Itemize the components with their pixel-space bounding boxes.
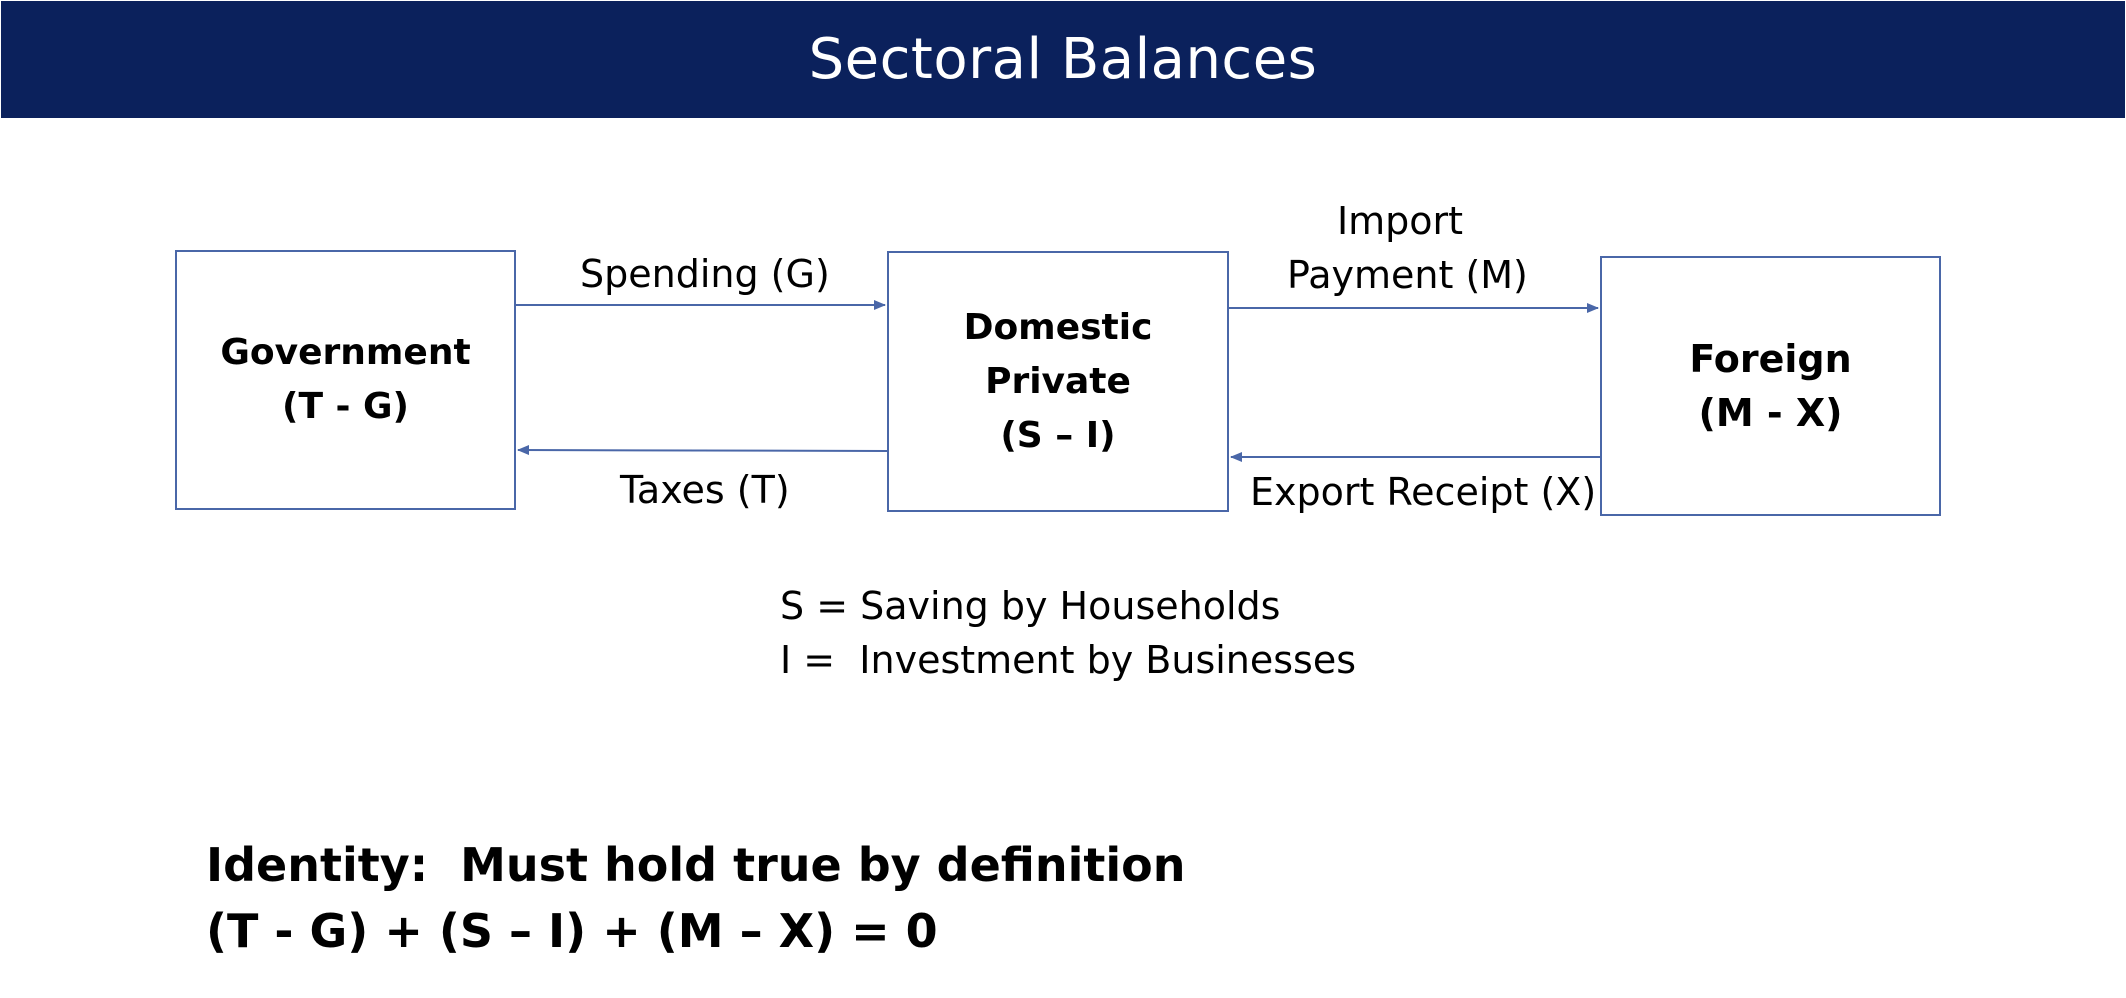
foreign-box: Foreign (M - X) <box>1600 256 1941 516</box>
export-receipt-label: Export Receipt (X) <box>1250 470 1597 514</box>
saving-definition: S = Saving by Households <box>780 584 1281 628</box>
domestic-balance: (S – I) <box>1000 414 1116 456</box>
investment-definition: I = Investment by Businesses <box>780 638 1357 682</box>
page-title: Sectoral Balances <box>808 27 1318 92</box>
definitions-legend: S = Saving by Households I = Investment … <box>780 579 1356 687</box>
import-label-line1: Import <box>1336 199 1464 243</box>
foreign-label: Foreign <box>1689 337 1852 381</box>
title-bar: Sectoral Balances <box>1 1 2125 118</box>
spending-label: Spending (G) <box>580 252 830 296</box>
import-payment-label: Import Payment (M) <box>1287 194 1528 302</box>
government-balance: (T - G) <box>281 386 410 427</box>
identity-heading: Identity: Must hold true by definition <box>206 838 1186 892</box>
taxes-label: Taxes (T) <box>620 468 790 512</box>
government-box: Government (T - G) <box>175 250 516 510</box>
identity-equation: (T - G) + (S – I) + (M – X) = 0 <box>206 904 938 958</box>
identity-block: Identity: Must hold true by definition (… <box>206 832 1186 964</box>
government-label: Government <box>220 332 471 373</box>
domestic-label: Domestic <box>963 306 1153 348</box>
import-label-line2: Payment (M) <box>1287 253 1528 297</box>
domestic-private-box: Domestic Private (S – I) <box>887 251 1229 512</box>
taxes-arrow <box>517 445 888 456</box>
private-label: Private <box>985 360 1131 402</box>
foreign-balance: (M - X) <box>1698 391 1843 435</box>
